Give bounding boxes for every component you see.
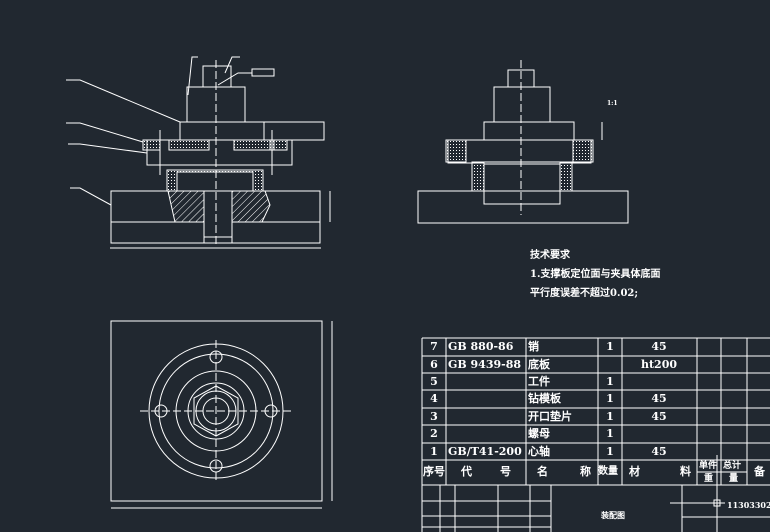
header-name-2: 称 [580, 465, 591, 478]
cell-no: 5 [430, 375, 438, 388]
cell-name: 销 [528, 340, 539, 353]
cell-qty: 1 [606, 375, 614, 388]
top-view [110, 320, 333, 509]
cell-code: GB/T41-200 [448, 445, 522, 458]
drawing-number: 1130330222 [727, 500, 770, 510]
header-material-2: 料 [680, 465, 691, 478]
header-code-1: 代 [461, 465, 472, 478]
header-name-1: 名 [537, 465, 548, 478]
tech-req-line1: 1.支撑板定位面与夹具体底面 [530, 269, 661, 280]
cell-no: 7 [430, 340, 438, 353]
header-total: 总计 [723, 461, 742, 471]
cell-name: 心轴 [528, 445, 550, 458]
tech-req-title: 技术要求 [530, 250, 570, 261]
header-remark: 备 [754, 465, 765, 478]
side-view [417, 60, 629, 224]
cell-material: ht200 [640, 358, 678, 371]
cell-name: 底板 [528, 358, 550, 371]
cell-no: 6 [430, 358, 438, 371]
header-weight-1: 重 [704, 474, 714, 484]
cell-qty: 1 [606, 410, 614, 423]
scale-label: 1:1 [607, 100, 618, 107]
header-code-2: 号 [500, 465, 511, 478]
cell-material: 45 [651, 340, 667, 353]
parts-table-grid [421, 337, 770, 532]
cell-name: 工件 [528, 375, 550, 388]
drawing-title: 装配图 [601, 510, 625, 520]
header-no: 序号 [423, 465, 445, 478]
cell-no: 4 [430, 392, 438, 405]
cell-qty: 1 [606, 340, 614, 353]
cell-material: 45 [651, 445, 667, 458]
cell-name: 钻模板 [528, 392, 561, 405]
front-view [66, 56, 331, 249]
cell-name: 螺母 [528, 427, 550, 440]
header-weight-2: 量 [729, 474, 739, 484]
header-material-1: 材 [629, 465, 640, 478]
tech-req-line2: 平行度误差不超过0.02; [530, 288, 639, 299]
cell-code: GB 9439-88 [448, 358, 522, 371]
cell-code: GB 880-86 [448, 340, 514, 353]
cell-name: 开口垫片 [528, 410, 572, 423]
cell-material: 45 [651, 410, 667, 423]
cell-qty: 1 [606, 427, 614, 440]
cell-qty: 1 [606, 392, 614, 405]
cell-material: 45 [651, 392, 667, 405]
cell-no: 2 [430, 427, 438, 440]
header-unit: 单件 [699, 461, 718, 471]
cell-no: 1 [430, 445, 438, 458]
cell-no: 3 [430, 410, 438, 423]
cell-qty: 1 [606, 445, 614, 458]
header-qty: 数量 [598, 466, 618, 477]
